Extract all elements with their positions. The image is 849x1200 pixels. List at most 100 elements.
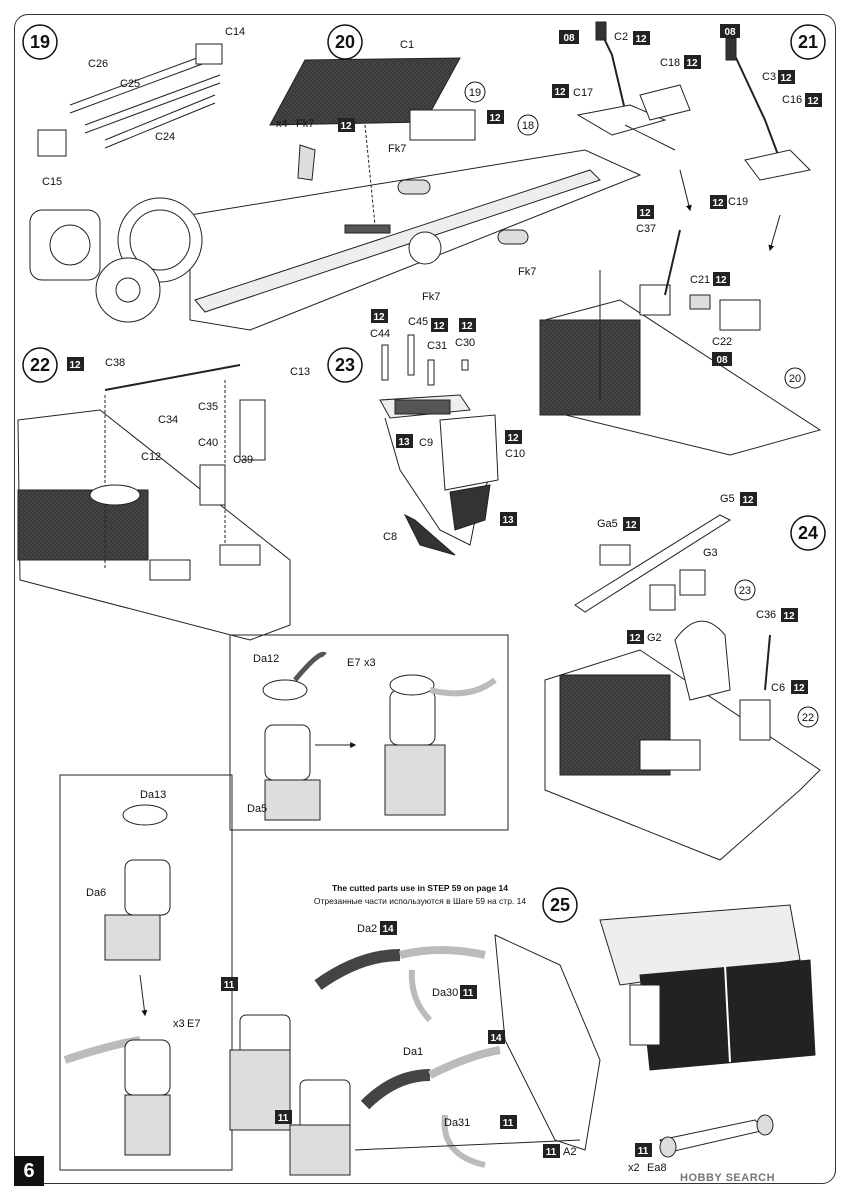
- part-G3: G3: [703, 547, 718, 559]
- svg-text:22: 22: [802, 712, 814, 724]
- part-C37: C37: [636, 223, 656, 235]
- part-Da2: Da2: [357, 923, 377, 935]
- page-border: [14, 14, 836, 1184]
- part-C2: C2: [614, 31, 628, 43]
- part-Da12: Da12: [253, 653, 279, 665]
- svg-text:18: 18: [522, 120, 534, 132]
- svg-text:20: 20: [335, 32, 355, 52]
- part-Fk7: Fk7: [296, 118, 314, 130]
- svg-text:11: 11: [278, 1113, 289, 1124]
- part-C26: C26: [88, 58, 108, 70]
- paint-badge-11: 11: [460, 985, 477, 999]
- svg-text:23: 23: [335, 355, 355, 375]
- step-marker-21: 21: [790, 24, 826, 60]
- part-Da30: Da30: [432, 987, 458, 999]
- svg-text:21: 21: [798, 32, 818, 52]
- part-C8: C8: [383, 531, 397, 543]
- svg-text:19: 19: [469, 87, 481, 99]
- svg-text:08: 08: [563, 33, 575, 44]
- svg-text:12: 12: [639, 208, 651, 219]
- step-25-drawing: [229, 904, 816, 1176]
- page-number: 6: [14, 1156, 44, 1186]
- note-russian: Отрезанные части используются в Шаге 59 …: [313, 896, 527, 906]
- svg-text:11: 11: [463, 988, 474, 999]
- svg-text:14: 14: [490, 1033, 502, 1044]
- part-C34: C34: [158, 414, 178, 426]
- paint-badge-12: 12: [805, 93, 822, 107]
- part-C17: C17: [573, 87, 593, 99]
- step-marker-25: 25: [542, 887, 578, 923]
- part-C24: C24: [155, 131, 175, 143]
- svg-text:25: 25: [550, 895, 570, 915]
- part-C6: C6: [771, 682, 785, 694]
- paint-badge-13: 13: [396, 434, 413, 448]
- paint-badge-12: 12: [505, 430, 522, 444]
- paint-badge-12: 12: [552, 84, 569, 98]
- part-C39: C39: [233, 454, 253, 466]
- step-20-chassis: [29, 57, 642, 331]
- svg-text:23: 23: [739, 585, 751, 597]
- part-C38: C38: [105, 357, 125, 369]
- part-C10: C10: [505, 448, 525, 460]
- svg-text:13: 13: [398, 437, 410, 448]
- paint-badge-12: 12: [431, 318, 448, 332]
- paint-badge-08: 08: [712, 352, 732, 366]
- svg-text:11: 11: [546, 1147, 557, 1158]
- paint-badge-12: 12: [778, 70, 795, 84]
- svg-text:12: 12: [507, 433, 519, 444]
- part-C15: C15: [42, 176, 62, 188]
- svg-text:12: 12: [783, 611, 795, 622]
- svg-text:11: 11: [638, 1146, 649, 1157]
- part-Fk7: Fk7: [422, 291, 440, 303]
- step-number-circles: 19 20 21 22 23 24 25: [22, 24, 826, 923]
- step-21-drawing: [539, 21, 822, 456]
- part-G2: G2: [647, 632, 662, 644]
- paint-badge-11: 11: [635, 1143, 652, 1157]
- paint-badge-12: 12: [637, 205, 654, 219]
- note-english: The cutted parts use in STEP 59 on page …: [331, 883, 509, 893]
- part-C9: C9: [419, 437, 433, 449]
- paint-badge-12: 12: [487, 110, 504, 124]
- paint-badge-12: 12: [338, 118, 355, 132]
- watermark: HOBBY SEARCH: [680, 1172, 776, 1184]
- svg-text:12: 12: [625, 520, 637, 531]
- part-Da6: Da6: [86, 887, 106, 899]
- svg-text:12: 12: [807, 96, 819, 107]
- step-marker-22: 22: [22, 347, 58, 383]
- svg-text:08: 08: [724, 27, 736, 38]
- paint-badge-11: 11: [543, 1144, 560, 1158]
- part-C40: C40: [198, 437, 218, 449]
- part-C1: C1: [400, 39, 414, 51]
- svg-text:12: 12: [489, 113, 501, 124]
- svg-text:12: 12: [340, 121, 352, 132]
- air-filter-box-2: [59, 774, 233, 1171]
- paint-badge-12: 12: [781, 608, 798, 622]
- svg-text:12: 12: [780, 73, 792, 84]
- paint-badge-13: 13: [500, 512, 517, 526]
- svg-text:08: 08: [716, 355, 728, 366]
- part-C13: C13: [290, 366, 310, 378]
- part-C19: C19: [728, 196, 748, 208]
- svg-text:24: 24: [798, 523, 818, 543]
- svg-text:12: 12: [712, 198, 724, 209]
- cut-parts-note: The cutted parts use in STEP 59 on page …: [300, 882, 540, 908]
- part-C35: C35: [198, 401, 218, 413]
- part-Da13: Da13: [140, 789, 166, 801]
- paint-badge-11: 11: [275, 1110, 292, 1124]
- part-C30: C30: [455, 337, 475, 349]
- svg-text:12: 12: [715, 275, 727, 286]
- part-Fk7: Fk7: [388, 143, 406, 155]
- step-24-drawing: [544, 514, 821, 861]
- step-19-drawing: [37, 43, 223, 157]
- part-G5: G5: [720, 493, 735, 505]
- step-23-drawing: [379, 334, 499, 556]
- part-C3: C3: [762, 71, 776, 83]
- svg-text:12: 12: [742, 495, 754, 506]
- paint-badge-12: 12: [67, 357, 84, 371]
- part-C12: C12: [141, 451, 161, 463]
- paint-badge-11: 11: [500, 1115, 517, 1129]
- part-C31: C31: [427, 340, 447, 352]
- paint-badge-08: 08: [720, 24, 740, 38]
- svg-text:14: 14: [382, 924, 394, 935]
- paint-badge-12: 12: [623, 517, 640, 531]
